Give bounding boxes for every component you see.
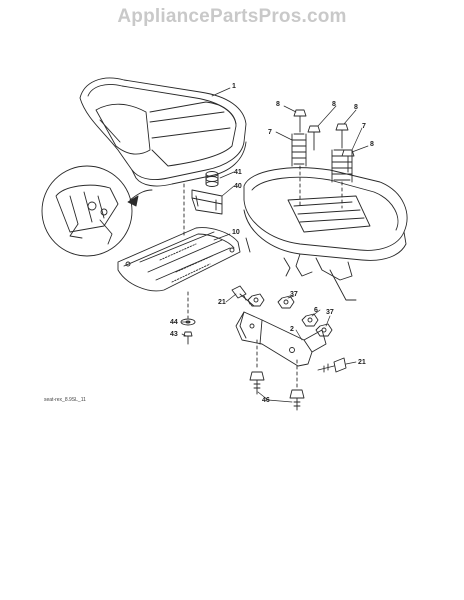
fender-part <box>243 167 408 301</box>
callout-8-a: 8 <box>276 101 280 108</box>
callout-40: 40 <box>234 183 242 190</box>
detail-circle <box>41 165 133 257</box>
screw-43 <box>183 331 193 345</box>
mount-bracket-part <box>235 311 327 367</box>
callout-21-right: 21 <box>358 359 366 366</box>
callout-2: 2 <box>290 326 294 333</box>
seat-part <box>79 77 247 187</box>
callout-46: 46 <box>262 397 270 404</box>
callout-43: 43 <box>170 331 178 338</box>
callout-8-b: 8 <box>332 101 336 108</box>
callout-37-b: 37 <box>326 309 334 316</box>
nut-6 <box>301 313 319 327</box>
bolt-8-d <box>341 149 355 173</box>
watermark-text: AppliancePartsPros.com <box>117 6 347 27</box>
callout-10: 10 <box>232 229 240 236</box>
seat-plate-part <box>117 227 241 292</box>
bolt-8-a <box>293 109 307 133</box>
bolt-46-right <box>289 389 305 411</box>
bolt-46-left <box>249 371 265 395</box>
callout-6: 6 <box>314 307 318 314</box>
bolt-21-left <box>231 285 255 307</box>
spring-7-left <box>291 133 307 167</box>
spring-41-part <box>205 171 219 187</box>
callout-44: 44 <box>170 319 178 326</box>
callout-7-b: 7 <box>362 123 366 130</box>
diagram-code: seat-rex_8.9SL_11 <box>44 397 86 403</box>
bracket-40-part <box>191 189 223 215</box>
bolt-8-b <box>307 125 321 151</box>
bolt-8-c <box>335 123 349 149</box>
callout-8-c: 8 <box>354 104 358 111</box>
nut-37-b <box>277 295 295 309</box>
callout-7-a: 7 <box>268 129 272 136</box>
nut-37-a <box>247 293 265 307</box>
callout-41: 41 <box>234 169 242 176</box>
bolt-21-right <box>317 357 347 373</box>
callout-8-d: 8 <box>370 141 374 148</box>
callout-37-a: 37 <box>290 291 298 298</box>
callout-1: 1 <box>232 83 236 90</box>
callout-21-left: 21 <box>218 299 226 306</box>
nut-37-c <box>315 323 333 337</box>
